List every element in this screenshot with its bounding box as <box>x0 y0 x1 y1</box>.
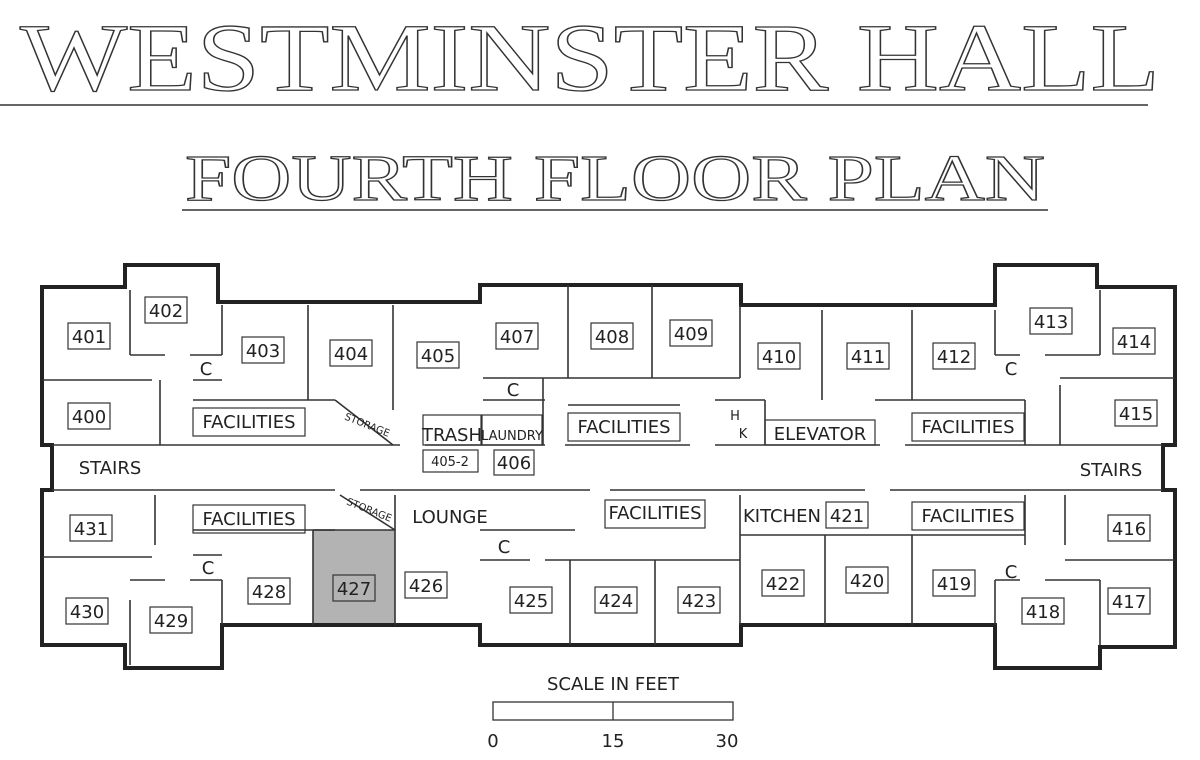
facilities-label: FACILITIES <box>202 509 295 530</box>
room-419: 419 <box>937 574 971 595</box>
room-409: 409 <box>674 324 708 345</box>
room-411: 411 <box>851 347 885 368</box>
room-414: 414 <box>1117 332 1151 353</box>
closet-label: C <box>200 359 213 380</box>
closet-label: C <box>507 380 520 401</box>
scale-title: SCALE IN FEET <box>547 674 680 695</box>
room-428: 428 <box>252 582 286 603</box>
facilities-label: FACILITIES <box>921 506 1014 527</box>
room-429: 429 <box>154 611 188 632</box>
laundry-label: LAUNDRY <box>481 429 543 444</box>
room-407: 407 <box>500 327 534 348</box>
room-418: 418 <box>1026 602 1060 623</box>
closet-label: C <box>1005 562 1018 583</box>
area-labels: FACILITIES FACILITIES FACILITIES FACILIT… <box>79 359 1143 583</box>
trash-label: TRASH <box>421 425 482 446</box>
room-401: 401 <box>72 327 106 348</box>
room-427: 427 <box>337 579 371 600</box>
room-426: 426 <box>409 576 443 597</box>
facilities-label: FACILITIES <box>202 412 295 433</box>
room-404: 404 <box>334 344 368 365</box>
room-415: 415 <box>1119 404 1153 425</box>
room-410: 410 <box>762 347 796 368</box>
scale-tick-0: 0 <box>487 731 498 752</box>
room-403: 403 <box>246 341 280 362</box>
stairs-label-left: STAIRS <box>79 458 142 479</box>
room-420: 420 <box>850 571 884 592</box>
room-422: 422 <box>766 574 800 595</box>
closet-label: C <box>498 537 511 558</box>
building-outline <box>40 263 1177 670</box>
facilities-label: FACILITIES <box>577 417 670 438</box>
elevator-label: ELEVATOR <box>774 424 867 445</box>
closet-label: C <box>1005 359 1018 380</box>
kitchen-label: KITCHEN <box>743 506 821 527</box>
lounge-label: LOUNGE <box>412 507 488 528</box>
stairs-label-right: STAIRS <box>1080 460 1143 481</box>
building-title: WESTMINSTER HALL <box>20 4 1160 111</box>
storage-label-upper: STORAGE <box>343 412 391 440</box>
interior-walls <box>42 285 1175 446</box>
hk-label-k: K <box>739 427 748 442</box>
room-400: 400 <box>72 407 106 428</box>
room-416: 416 <box>1112 519 1146 540</box>
room-425: 425 <box>514 591 548 612</box>
closet-label: C <box>202 558 215 579</box>
room-413: 413 <box>1034 312 1068 333</box>
room-431: 431 <box>74 519 108 540</box>
room-number-boxes <box>65 296 1158 634</box>
storage-label-lower: STORAGE <box>345 497 393 525</box>
room-430: 430 <box>70 602 104 623</box>
room-424: 424 <box>599 591 633 612</box>
hk-label-h: H <box>730 409 740 424</box>
scale-bar: SCALE IN FEET 0 15 30 <box>487 674 738 752</box>
floor-title: FOURTH FLOOR PLAN <box>185 142 1045 215</box>
room-406: 406 <box>497 453 531 474</box>
scale-tick-15: 15 <box>602 731 625 752</box>
room-427-highlight <box>313 530 395 625</box>
facilities-label: FACILITIES <box>921 417 1014 438</box>
room-423: 423 <box>682 591 716 612</box>
scale-tick-30: 30 <box>716 731 739 752</box>
room-405-2: 405-2 <box>431 455 469 470</box>
interior-walls-lower <box>42 494 1175 665</box>
facilities-label: FACILITIES <box>608 503 701 524</box>
room-402: 402 <box>149 301 183 322</box>
room-421: 421 <box>830 506 864 527</box>
room-417: 417 <box>1112 592 1146 613</box>
room-412: 412 <box>937 347 971 368</box>
room-408: 408 <box>595 327 629 348</box>
corridor-walls <box>52 444 1163 491</box>
room-405: 405 <box>421 346 455 367</box>
room-numbers: 401 402 403 404 405 407 408 409 410 411 … <box>70 301 1153 632</box>
